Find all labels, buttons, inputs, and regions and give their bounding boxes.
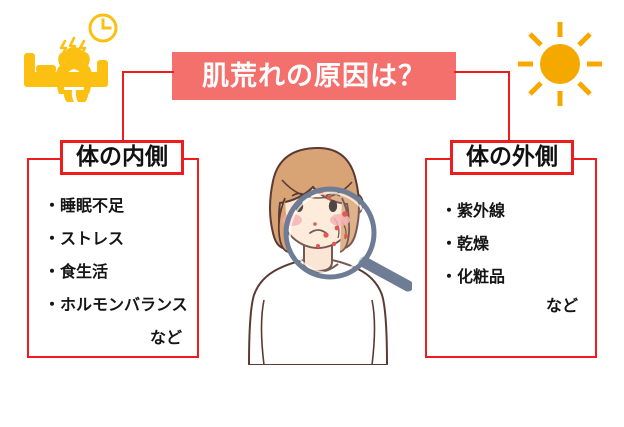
list-item: ・食生活 xyxy=(44,262,109,281)
connector-left-horizontal xyxy=(122,71,174,73)
woman-examining-skin-illustration xyxy=(222,140,414,366)
right-category-etc: など xyxy=(546,296,579,315)
right-category-label-box: 体の外側 xyxy=(450,140,574,175)
left-category-list: ・睡眠不足 ・ストレス ・食生活 ・ホルモンバランス xyxy=(44,198,204,313)
list-item: ・乾燥 xyxy=(441,234,490,253)
sun-icon xyxy=(514,18,606,110)
left-category-label-box: 体の内側 xyxy=(60,140,184,175)
page-title: 肌荒れの原因は？ xyxy=(202,60,426,92)
list-item: ・ホルモンバランス xyxy=(44,295,188,314)
list-item: ・化粧品 xyxy=(441,267,506,286)
right-category-box xyxy=(425,158,597,358)
left-category-etc: など xyxy=(150,328,183,347)
connector-right-horizontal xyxy=(454,71,510,73)
list-item: ・紫外線 xyxy=(441,201,506,220)
left-category-label: 体の内側 xyxy=(76,144,168,170)
list-item: ・ストレス xyxy=(44,229,125,248)
list-item: ・睡眠不足 xyxy=(44,196,125,215)
page-title-banner: 肌荒れの原因は？ xyxy=(172,52,456,100)
right-category-label: 体の外側 xyxy=(466,144,558,170)
insomnia-icon xyxy=(14,8,132,104)
connector-left-vertical xyxy=(122,71,124,143)
connector-right-vertical xyxy=(508,71,510,143)
right-category-list: ・紫外線 ・乾燥 ・化粧品 xyxy=(441,203,601,285)
